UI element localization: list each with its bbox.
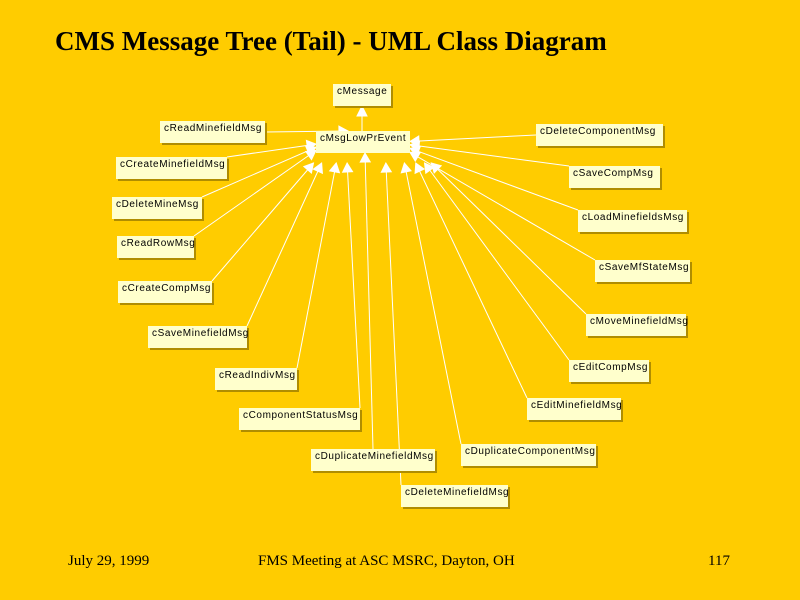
generalization-line xyxy=(430,162,587,315)
generalization-arrowhead xyxy=(341,161,354,173)
generalization-line xyxy=(246,162,323,327)
generalization-line xyxy=(385,162,402,486)
class-box: cEditCompMsg xyxy=(569,360,649,382)
footer-meeting: FMS Meeting at ASC MSRC, Dayton, OH xyxy=(258,553,515,569)
class-box: cReadMinefieldMsg xyxy=(160,121,265,143)
generalization-line xyxy=(296,162,337,369)
class-box: cSaveMinefieldMsg xyxy=(148,326,248,348)
class-box: cSaveCompMsg xyxy=(569,166,660,188)
class-box-cmessage: cMessage xyxy=(333,84,391,106)
generalization-arrowhead xyxy=(423,162,435,175)
generalization-line xyxy=(409,151,596,261)
class-box: cReadIndivMsg xyxy=(215,368,297,390)
class-box: cLoadMinefieldsMsg xyxy=(578,210,687,232)
generalization-line xyxy=(211,162,314,282)
generalization-line xyxy=(415,162,528,399)
generalization-arrowhead xyxy=(356,104,368,117)
generalization-arrowhead xyxy=(328,161,341,174)
generalization-line xyxy=(409,134,537,142)
class-box: cDeleteMinefieldMsg xyxy=(401,485,509,507)
slide-title: CMS Message Tree (Tail) - UML Class Diag… xyxy=(55,26,607,56)
generalization-line xyxy=(364,152,374,450)
generalization-line xyxy=(409,144,570,167)
generalization-arrowhead xyxy=(400,161,412,174)
class-box: cCreateMinefieldMsg xyxy=(116,157,227,179)
generalization-arrowhead xyxy=(312,162,323,175)
generalization-line xyxy=(193,149,317,237)
generalization-arrowhead xyxy=(302,162,315,175)
generalization-arrowhead xyxy=(380,161,393,173)
generalization-line xyxy=(346,162,361,409)
generalization-line xyxy=(201,146,317,198)
generalization-arrowhead xyxy=(409,151,422,163)
generalization-line xyxy=(226,143,317,158)
generalization-arrowhead xyxy=(359,151,372,163)
class-box: cReadRowMsg xyxy=(117,236,195,258)
class-box: cComponentStatusMsg xyxy=(239,408,360,430)
generalization-line xyxy=(424,162,570,361)
class-box: cDuplicateComponentMsg xyxy=(461,444,596,466)
class-box: cDuplicateMinefieldMsg xyxy=(311,449,435,471)
footer-page-number: 117 xyxy=(708,553,730,569)
generalization-arrowhead xyxy=(414,162,426,175)
generalization-line xyxy=(409,147,579,211)
class-box: cMoveMinefieldMsg xyxy=(586,314,688,336)
class-box-cmsglowprevent: cMsgLowPrEvent xyxy=(316,131,410,153)
generalization-line xyxy=(403,162,462,445)
class-box: cDeleteMineMsg xyxy=(112,197,202,219)
class-box: cSaveMfStateMsg xyxy=(595,260,690,282)
generalization-arrowhead xyxy=(304,149,317,161)
class-box: cCreateCompMsg xyxy=(118,281,212,303)
class-box: cEditMinefieldMsg xyxy=(527,398,622,420)
class-box: cDeleteComponentMsg xyxy=(536,124,663,146)
footer-date: July 29, 1999 xyxy=(68,553,150,569)
